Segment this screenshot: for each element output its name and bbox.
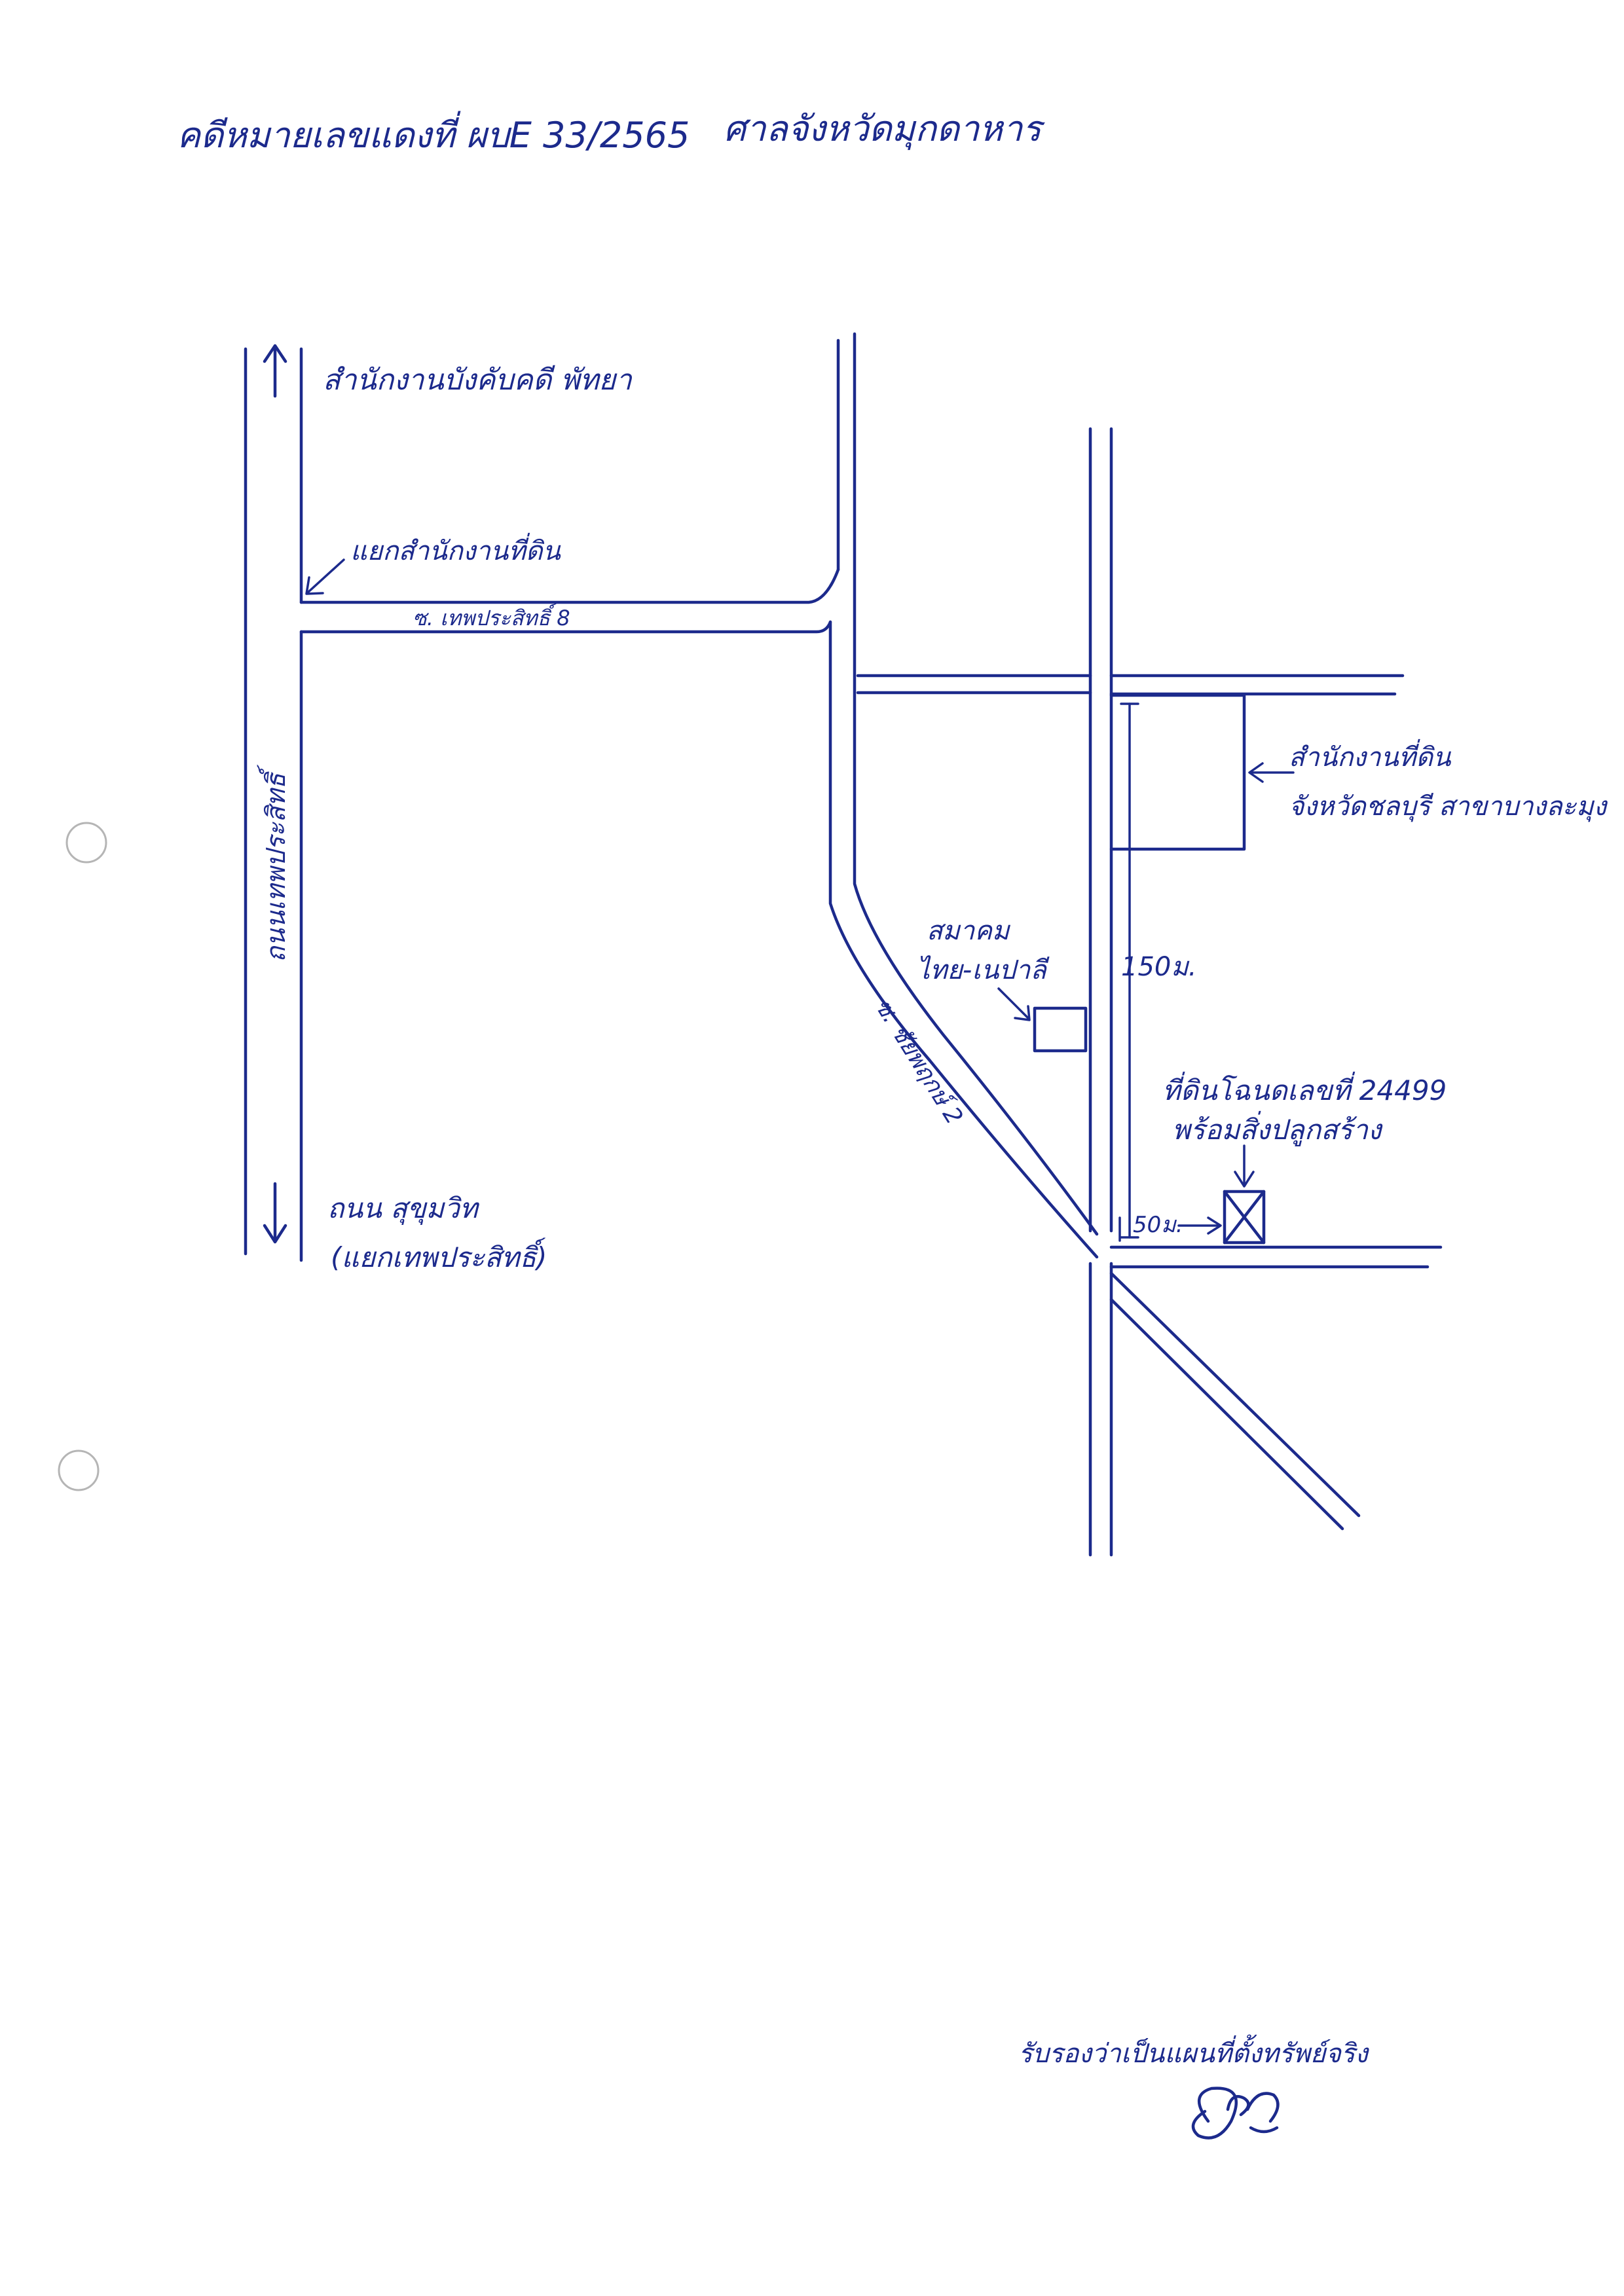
soi-thepprasit-8-edge-top bbox=[299, 568, 840, 604]
thai-nepal-building bbox=[1033, 1006, 1088, 1053]
label-distance-50: 50ม. bbox=[1133, 1212, 1183, 1238]
label-sukhumvit-road: ถนน สุขุมวิท bbox=[327, 1192, 480, 1225]
label-soi-thepprasit-8: ซ. เทพประสิทธิ์ 8 bbox=[413, 603, 570, 630]
signature bbox=[1191, 2086, 1280, 2140]
junction-pointer-arrow bbox=[305, 558, 345, 595]
label-land-office-junction: แยกสำนักงานที่ดิน bbox=[350, 532, 562, 566]
diagonal-road-edge-top bbox=[1109, 1271, 1361, 1518]
thai-nepal-pointer-arrow bbox=[997, 987, 1031, 1021]
label-pattaya-office: สำนักงานบังคับคดี พัทยา bbox=[323, 363, 633, 397]
distance-50m-bar bbox=[1118, 1216, 1222, 1242]
label-thepprasit-road: ถนนเทพประสิทธิ์ bbox=[257, 764, 291, 962]
punch-hole-lower bbox=[58, 1449, 100, 1491]
label-distance-150: 150ม. bbox=[1121, 952, 1196, 982]
distance-150m-bar bbox=[1120, 702, 1139, 1239]
label-thepprasit-junction: (แยกเทพประสิทธิ์) bbox=[331, 1237, 547, 1273]
certification-note: รับรองว่าเป็นแผนที่ตั้งทรัพย์จริง bbox=[1018, 2034, 1369, 2069]
case-title: คดีหมายเลขแดงที่ ผบE 33/2565 bbox=[177, 111, 690, 156]
label-land-office-line2: จังหวัดชลบุรี สาขาบางละมุง bbox=[1289, 792, 1608, 822]
arrow-down-icon bbox=[263, 1182, 287, 1244]
diagonal-road-edge-bottom bbox=[1109, 1298, 1344, 1531]
curved-road-edge-left bbox=[828, 338, 1099, 1259]
land-office-building bbox=[1109, 693, 1246, 851]
label-thai-nepal-line1: สมาคม bbox=[927, 916, 1011, 946]
label-thai-nepal-line2: ไทย-เนปาลี bbox=[917, 955, 1050, 985]
land-office-pointer-arrow bbox=[1248, 762, 1295, 783]
label-property-line2: พร้อมสิ่งปลูกสร้าง bbox=[1172, 1110, 1383, 1146]
label-soi-chaiyapruek: ซ. ชัยพฤกษ์ 2 bbox=[869, 994, 967, 1129]
punch-hole-upper bbox=[65, 822, 107, 864]
property-pointer-arrow bbox=[1234, 1144, 1255, 1188]
arrow-up-icon bbox=[263, 344, 287, 398]
curved-road-edge-right bbox=[853, 332, 1099, 1236]
court-name: ศาลจังหวัดมุกดาหาร bbox=[724, 108, 1045, 151]
label-property-line1: ที่ดินโฉนดเลขที่ 24499 bbox=[1162, 1071, 1447, 1106]
property-marker-icon bbox=[1223, 1190, 1266, 1245]
label-land-office-line1: สำนักงานที่ดิน bbox=[1289, 738, 1452, 773]
